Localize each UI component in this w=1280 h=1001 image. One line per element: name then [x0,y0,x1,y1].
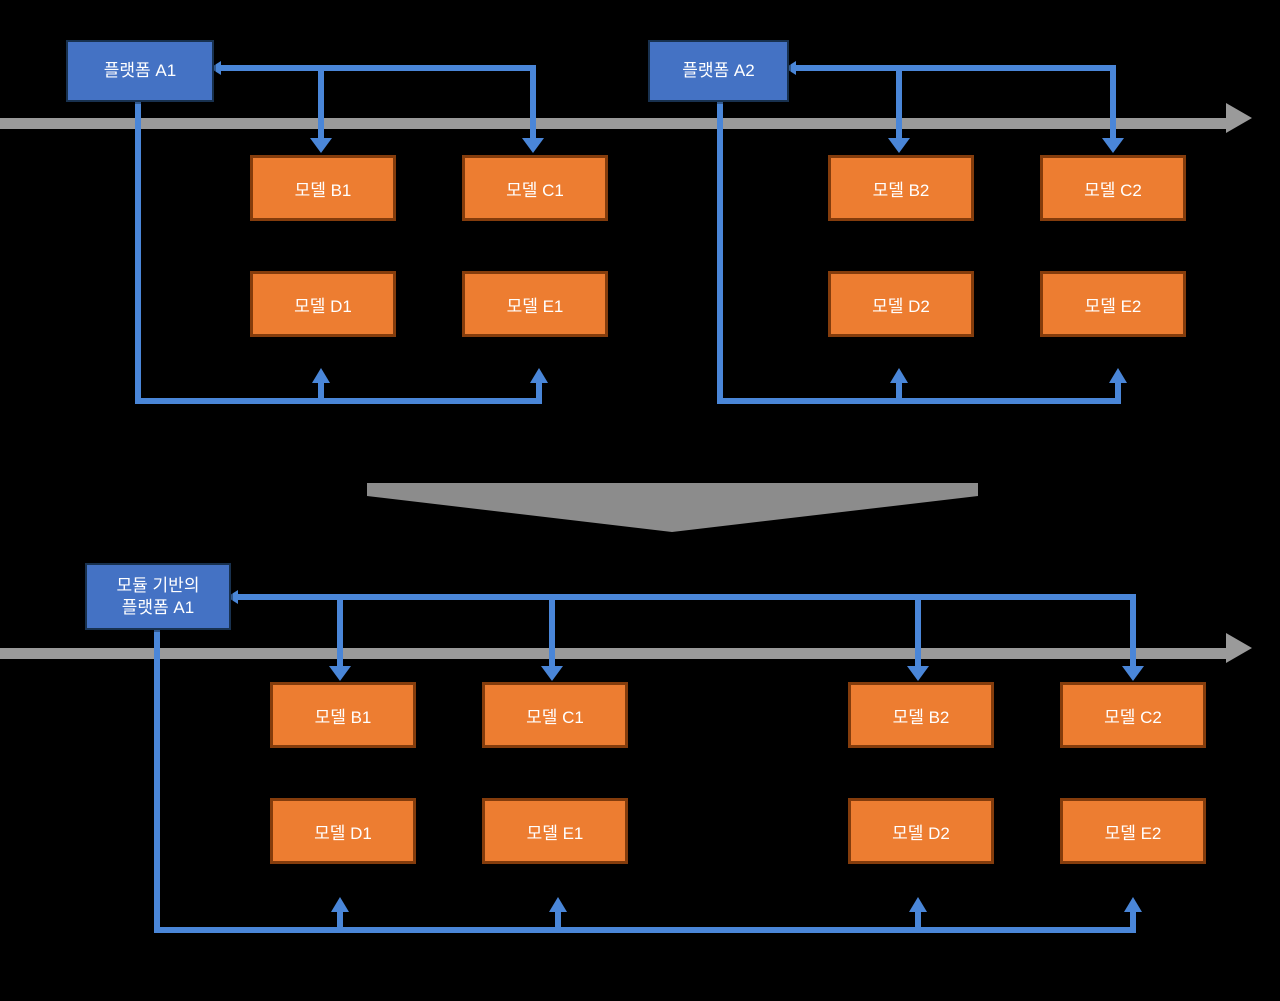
a1-return-vertical [135,98,141,398]
model-c2-bottom-label: 모델 C2 [1104,707,1162,727]
model-box-b2-top[interactable]: 모델 B2 [828,155,974,221]
a2-return-vertical [717,98,723,398]
model-e1-bottom-label: 모델 E1 [526,823,584,843]
modular-e1-return-arrowhead [549,897,567,912]
model-d2-bottom-label: 모델 D2 [892,823,950,843]
d1-return-arrowhead [312,368,330,383]
a1-to-b1-arrowhead [310,138,332,153]
model-e1-top-label: 모델 E1 [506,296,564,316]
a1-return-line [135,398,542,404]
model-box-b1-top[interactable]: 모델 B1 [250,155,396,221]
platform-a1-label: 플랫폼 A1 [103,61,177,81]
model-c1-top-label: 모델 C1 [506,180,564,200]
a2-to-b2-line [896,65,902,138]
e1-return-arrowhead [530,368,548,383]
modular-d1-return-arrowhead [331,897,349,912]
top-timeline-rail [0,118,1226,129]
model-box-d2-bottom[interactable]: 모델 D2 [848,798,994,864]
modular-return-vertical [154,626,160,933]
a1-to-c1-arrowhead [522,138,544,153]
modular-to-c2-arrowhead [1122,666,1144,681]
model-c1-bottom-label: 모델 C1 [526,707,584,727]
a2-return-line [717,398,1121,404]
top-timeline-arrowhead [1226,103,1252,133]
modular-a1-label-line1: 모듈 기반의 [116,576,200,596]
model-box-c1-bottom[interactable]: 모델 C1 [482,682,628,748]
model-box-e2-top[interactable]: 모델 E2 [1040,271,1186,337]
model-box-e1-bottom[interactable]: 모델 E1 [482,798,628,864]
modular-to-c2-line [1130,594,1136,666]
modular-to-c1-arrowhead [541,666,563,681]
modular-d2-return-arrowhead [909,897,927,912]
e2-return-arrowhead [1109,368,1127,383]
d2-return-arrowhead [890,368,908,383]
model-box-c2-top[interactable]: 모델 C2 [1040,155,1186,221]
modular-to-c1-line [549,594,555,666]
model-b2-top-label: 모델 B2 [872,180,930,200]
modular-return-line [154,927,1136,933]
model-box-c1-top[interactable]: 모델 C1 [462,155,608,221]
platform-a2-label: 플랫폼 A2 [682,61,755,81]
transform-down-chevron [367,483,978,532]
model-b1-bottom-label: 모델 B1 [314,707,372,727]
platform-box-modular-a1[interactable]: 모듈 기반의 플랫폼 A1 [85,563,231,630]
a1-to-b1-line [318,65,324,138]
a2-to-c2-arrowhead [1102,138,1124,153]
model-box-b1-bottom[interactable]: 모델 B1 [270,682,416,748]
bottom-timeline-rail [0,648,1226,659]
model-box-b2-bottom[interactable]: 모델 B2 [848,682,994,748]
a1-to-c1-line [530,65,536,138]
e2-return-line [1115,383,1121,401]
platform-a2-inbound-arrowhead [785,61,796,75]
model-d1-bottom-label: 모델 D1 [314,823,372,843]
model-box-d2-top[interactable]: 모델 D2 [828,271,974,337]
a2-to-b2-arrowhead [888,138,910,153]
model-box-c2-bottom[interactable]: 모델 C2 [1060,682,1206,748]
modular-d1-return-line [337,912,343,930]
e1-return-line [536,383,542,401]
modular-a1-inbound-arrowhead [227,590,238,604]
model-c2-top-label: 모델 C2 [1084,180,1142,200]
modular-e2-return-arrowhead [1124,897,1142,912]
platform-a1-inbound-arrowhead [210,61,221,75]
a2-distribution-line [794,65,1116,71]
modular-e1-return-line [555,912,561,930]
modular-to-b1-arrowhead [329,666,351,681]
model-d2-top-label: 모델 D2 [872,296,930,316]
modular-d2-return-line [915,912,921,930]
a2-to-c2-line [1110,65,1116,138]
model-b2-bottom-label: 모델 B2 [892,707,950,727]
modular-to-b1-line [337,594,343,666]
d2-return-line [896,383,902,401]
modular-distribution-line [236,594,1136,600]
d1-return-line [318,383,324,401]
model-box-d1-top[interactable]: 모델 D1 [250,271,396,337]
model-box-e2-bottom[interactable]: 모델 E2 [1060,798,1206,864]
modular-e2-return-line [1130,912,1136,930]
model-e2-top-label: 모델 E2 [1084,296,1142,316]
a1-distribution-line [219,65,536,71]
modular-to-b2-arrowhead [907,666,929,681]
modular-a1-label-line2: 플랫폼 A1 [121,597,195,617]
model-b1-top-label: 모델 B1 [294,180,352,200]
platform-box-a2[interactable]: 플랫폼 A2 [648,40,789,102]
model-d1-top-label: 모델 D1 [294,296,352,316]
modular-to-b2-line [915,594,921,666]
model-box-e1-top[interactable]: 모델 E1 [462,271,608,337]
bottom-timeline-arrowhead [1226,633,1252,663]
platform-box-a1[interactable]: 플랫폼 A1 [66,40,214,102]
model-e2-bottom-label: 모델 E2 [1104,823,1162,843]
model-box-d1-bottom[interactable]: 모델 D1 [270,798,416,864]
